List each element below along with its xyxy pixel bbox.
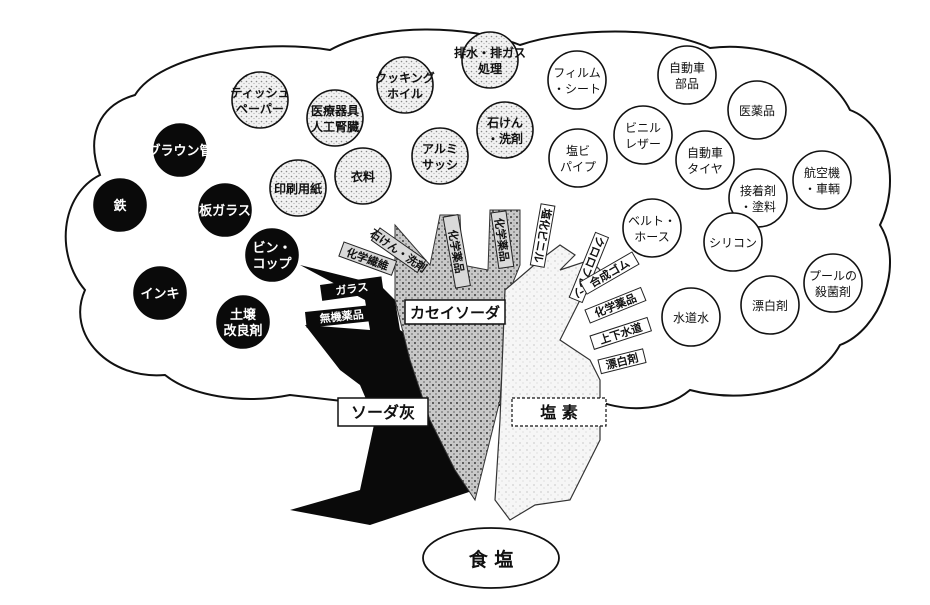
caustic-branch-3: 化学薬品	[442, 214, 471, 289]
dark-product-circle: 板ガラス	[198, 183, 252, 237]
product-label: ・車輌	[804, 182, 840, 196]
product-label: 接着剤	[740, 183, 776, 198]
product-label: 自動車	[669, 61, 705, 75]
dark-product-circle: ビン・コップ	[245, 228, 299, 282]
product-label: 土壌	[230, 307, 257, 323]
svg-text:ガラス: ガラス	[335, 279, 369, 297]
svg-text:化学薬品: 化学薬品	[492, 217, 512, 263]
product-label: 医療器具	[311, 103, 359, 118]
product-label: インキ	[140, 287, 179, 302]
product-label: レザー	[625, 137, 661, 151]
product-label: ブラウン管	[147, 143, 212, 159]
product-label: コップ	[252, 257, 292, 272]
light-product-circle: 医薬品	[727, 80, 787, 140]
svg-text:カセイソーダ: カセイソーダ	[410, 304, 500, 322]
chlorine-branch-6: 漂白剤	[597, 348, 647, 375]
dark-product-circle: 鉄	[93, 178, 147, 232]
light-product-circle: 漂白剤	[740, 275, 800, 335]
caustic-branch-4: 化学薬品	[490, 210, 515, 269]
product-label: 板ガラス	[199, 203, 251, 219]
mid-product-circle: 石けん・洗剤	[476, 101, 534, 159]
product-label: シリコン	[709, 236, 757, 250]
product-label: 殺菌剤	[815, 284, 851, 299]
product-label: ・シート	[553, 82, 601, 96]
product-label: ホース	[634, 230, 669, 244]
product-label: 鉄	[113, 198, 126, 214]
light-product-circle: ベルト・ホース	[622, 198, 682, 258]
svg-text:塩 素: 塩 素	[540, 403, 578, 422]
product-label: 改良剤	[223, 323, 262, 339]
product-label: タイヤ	[687, 162, 723, 176]
caustic-soda-label: カセイソーダ	[404, 299, 506, 325]
product-label: パイプ	[560, 160, 596, 174]
light-product-circle: 航空機・車輌	[792, 150, 852, 210]
chlorine-trunk	[494, 244, 601, 521]
svg-text:無機薬品: 無機薬品	[319, 307, 364, 326]
product-label: 水道水	[673, 311, 709, 325]
product-label: ベルト・	[628, 214, 676, 228]
product-label: 自動車	[687, 146, 723, 160]
light-product-circle: 水道水	[661, 287, 721, 347]
product-label: 医薬品	[739, 104, 775, 118]
light-product-circle: 接着剤・塗料	[728, 168, 788, 228]
product-label: ビン・	[252, 240, 291, 256]
salt-base-ellipse: 食 塩	[422, 527, 560, 589]
product-label: 航空機	[804, 165, 840, 180]
product-label: 部品	[675, 76, 699, 91]
product-label: ペーパー	[236, 102, 284, 116]
product-items: 鉄ブラウン管板ガラスビン・コップインキ土壌改良剤ティッシュペーパー医療器具人工腎…	[93, 31, 863, 349]
product-label: ホイル	[387, 87, 423, 101]
product-label: ・洗剤	[487, 131, 523, 146]
svg-text:ソーダ灰: ソーダ灰	[351, 403, 415, 422]
dark-product-circle: ブラウン管	[147, 123, 213, 177]
soda-ash-label: ソーダ灰	[337, 397, 429, 427]
product-label: 塩ビ	[566, 143, 590, 158]
product-label: 印刷用紙	[274, 181, 322, 196]
product-label: 排水・排ガス	[454, 45, 526, 60]
chlorine-label: 塩 素	[511, 397, 607, 427]
mid-product-circle: 衣料	[334, 147, 392, 205]
soda-ash-branch-glass: ガラス	[320, 276, 384, 301]
product-label: 処理	[477, 61, 502, 76]
product-label: 人工腎臓	[311, 119, 359, 134]
svg-text:食 塩: 食 塩	[469, 548, 514, 571]
mid-product-circle: 印刷用紙	[269, 159, 327, 217]
soda-ash-branch-inorganic: 無機薬品	[305, 304, 379, 328]
product-label: 衣料	[351, 169, 375, 184]
product-label: ・塗料	[740, 199, 776, 214]
product-label: サッシ	[422, 158, 458, 172]
product-label: 石けん	[486, 116, 523, 130]
product-label: ティッシュ	[230, 86, 289, 100]
product-label: ビニル	[625, 121, 661, 135]
product-label: プールの	[809, 269, 857, 283]
dark-product-circle: インキ	[133, 266, 187, 320]
light-product-circle: フィルム・シート	[547, 50, 607, 110]
product-label: 漂白剤	[752, 298, 788, 313]
light-product-circle: シリコン	[703, 212, 763, 272]
product-label: クッキング	[375, 70, 435, 85]
product-label: アルミ	[422, 142, 458, 156]
soda-ash-trunk	[290, 265, 475, 525]
product-label: フィルム	[553, 66, 601, 80]
